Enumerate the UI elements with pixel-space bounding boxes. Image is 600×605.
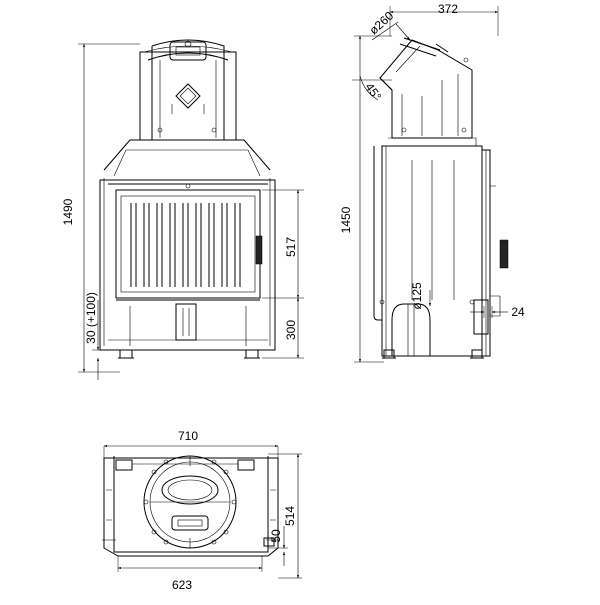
dim-24-label: 24 [511,305,525,319]
dim-514-label: 514 [283,506,297,526]
dim-517-label: 517 [284,237,298,257]
dim-30-label: 30 (+100) [84,292,98,344]
dim-623-label: 623 [172,578,192,592]
front-base [108,299,268,346]
side-view: 45° ø260 [339,2,525,363]
dim-1490-label: 1490 [61,198,75,225]
top-flue-collar [143,455,237,549]
dim-300-label: 300 [284,320,298,340]
front-legs [118,349,260,359]
dim-flue-diameter-label: ø260 [366,8,396,37]
top-body [102,456,280,557]
front-flue-housing [139,39,237,141]
dim-125-label: ø125 [410,282,424,310]
dim-front-total-height: 1490 [61,43,140,373]
dim-top-inner-width: 623 [117,556,263,592]
top-view: 710 623 514 50 [102,429,302,592]
dim-side-height: 1450 [339,35,392,363]
angle-45-label: 45° [362,80,384,103]
front-door [115,189,263,299]
dim-door-height: 517 [262,189,304,299]
dim-710-label: 710 [178,429,198,443]
dim-top-depth: 514 [268,453,302,579]
dim-base-height: 300 [262,297,304,359]
door-handle [255,235,263,265]
door-slats [130,203,241,287]
side-flue-outlet: 45° ø260 [352,8,473,139]
dim-leg-height: 30 (+100) [84,292,118,380]
dim-top-width: 710 [103,429,279,458]
front-view: 1490 517 300 30 (+100) [61,39,304,380]
side-body [373,137,509,359]
front-body [99,139,276,351]
dim-handle-depth: 24 [470,305,525,319]
dim-50-label: 50 [269,529,283,543]
dim-372-label: 372 [438,2,458,16]
dim-air-inlet: ø125 [410,282,432,310]
side-handle [499,239,509,269]
dim-1450-label: 1450 [339,206,353,233]
dim-top-front-offset: 50 [268,526,288,566]
dim-side-depth: 372 [389,2,499,36]
